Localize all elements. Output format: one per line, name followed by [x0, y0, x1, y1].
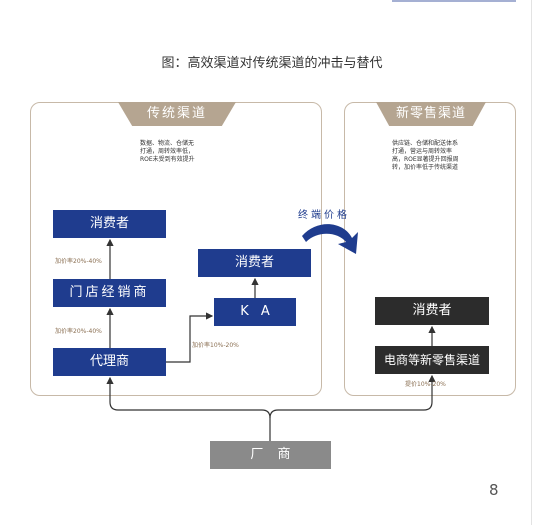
- manufacturer-branch-line: [106, 376, 271, 441]
- new-retail-consumer-box: 消费者: [375, 297, 489, 325]
- manufacturer-box: 厂 商: [210, 441, 331, 469]
- new-retail-channel-tab: 新零售渠道: [376, 102, 486, 126]
- new-retail-channel-note: 供应链、仓储和配送体系 打通，营运与周转效率 高，ROE显著提升回报周 转，加价…: [392, 140, 459, 171]
- markup-rate-new-retail: 提价10%-20%: [405, 381, 446, 388]
- page-number: 8: [489, 481, 499, 499]
- manufacturer-branch-line-right: [269, 374, 436, 419]
- traditional-channel-tab: 传统渠道: [118, 102, 236, 126]
- ka-box: K A: [214, 298, 296, 326]
- agent-box: 代理商: [53, 348, 166, 376]
- markup-rate-agent-ka: 加价率10%-20%: [192, 342, 239, 349]
- markup-rate-agent-store: 加价率20%-40%: [55, 328, 102, 335]
- curved-flow-arrow: [302, 224, 358, 254]
- traditional-consumer-box: 消费者: [53, 210, 166, 238]
- arrow-agent-to-ka: [166, 312, 214, 363]
- store-distributor-box: 门店经销商: [53, 279, 166, 307]
- top-accent-line: [392, 0, 516, 2]
- traditional-channel-note: 数据、物流、仓储无 打通，周转效率低， ROE未受到有效提升: [140, 140, 195, 163]
- ecommerce-channel-box: 电商等新零售渠道: [375, 346, 489, 374]
- markup-rate-store-consumer: 加价率20%-40%: [55, 258, 102, 265]
- ka-consumer-box: 消费者: [198, 249, 311, 277]
- diagram-title: 图：高效渠道对传统渠道的冲击与替代: [161, 56, 383, 71]
- terminal-price-label: 终端价格: [298, 210, 350, 221]
- right-divider: [531, 0, 532, 525]
